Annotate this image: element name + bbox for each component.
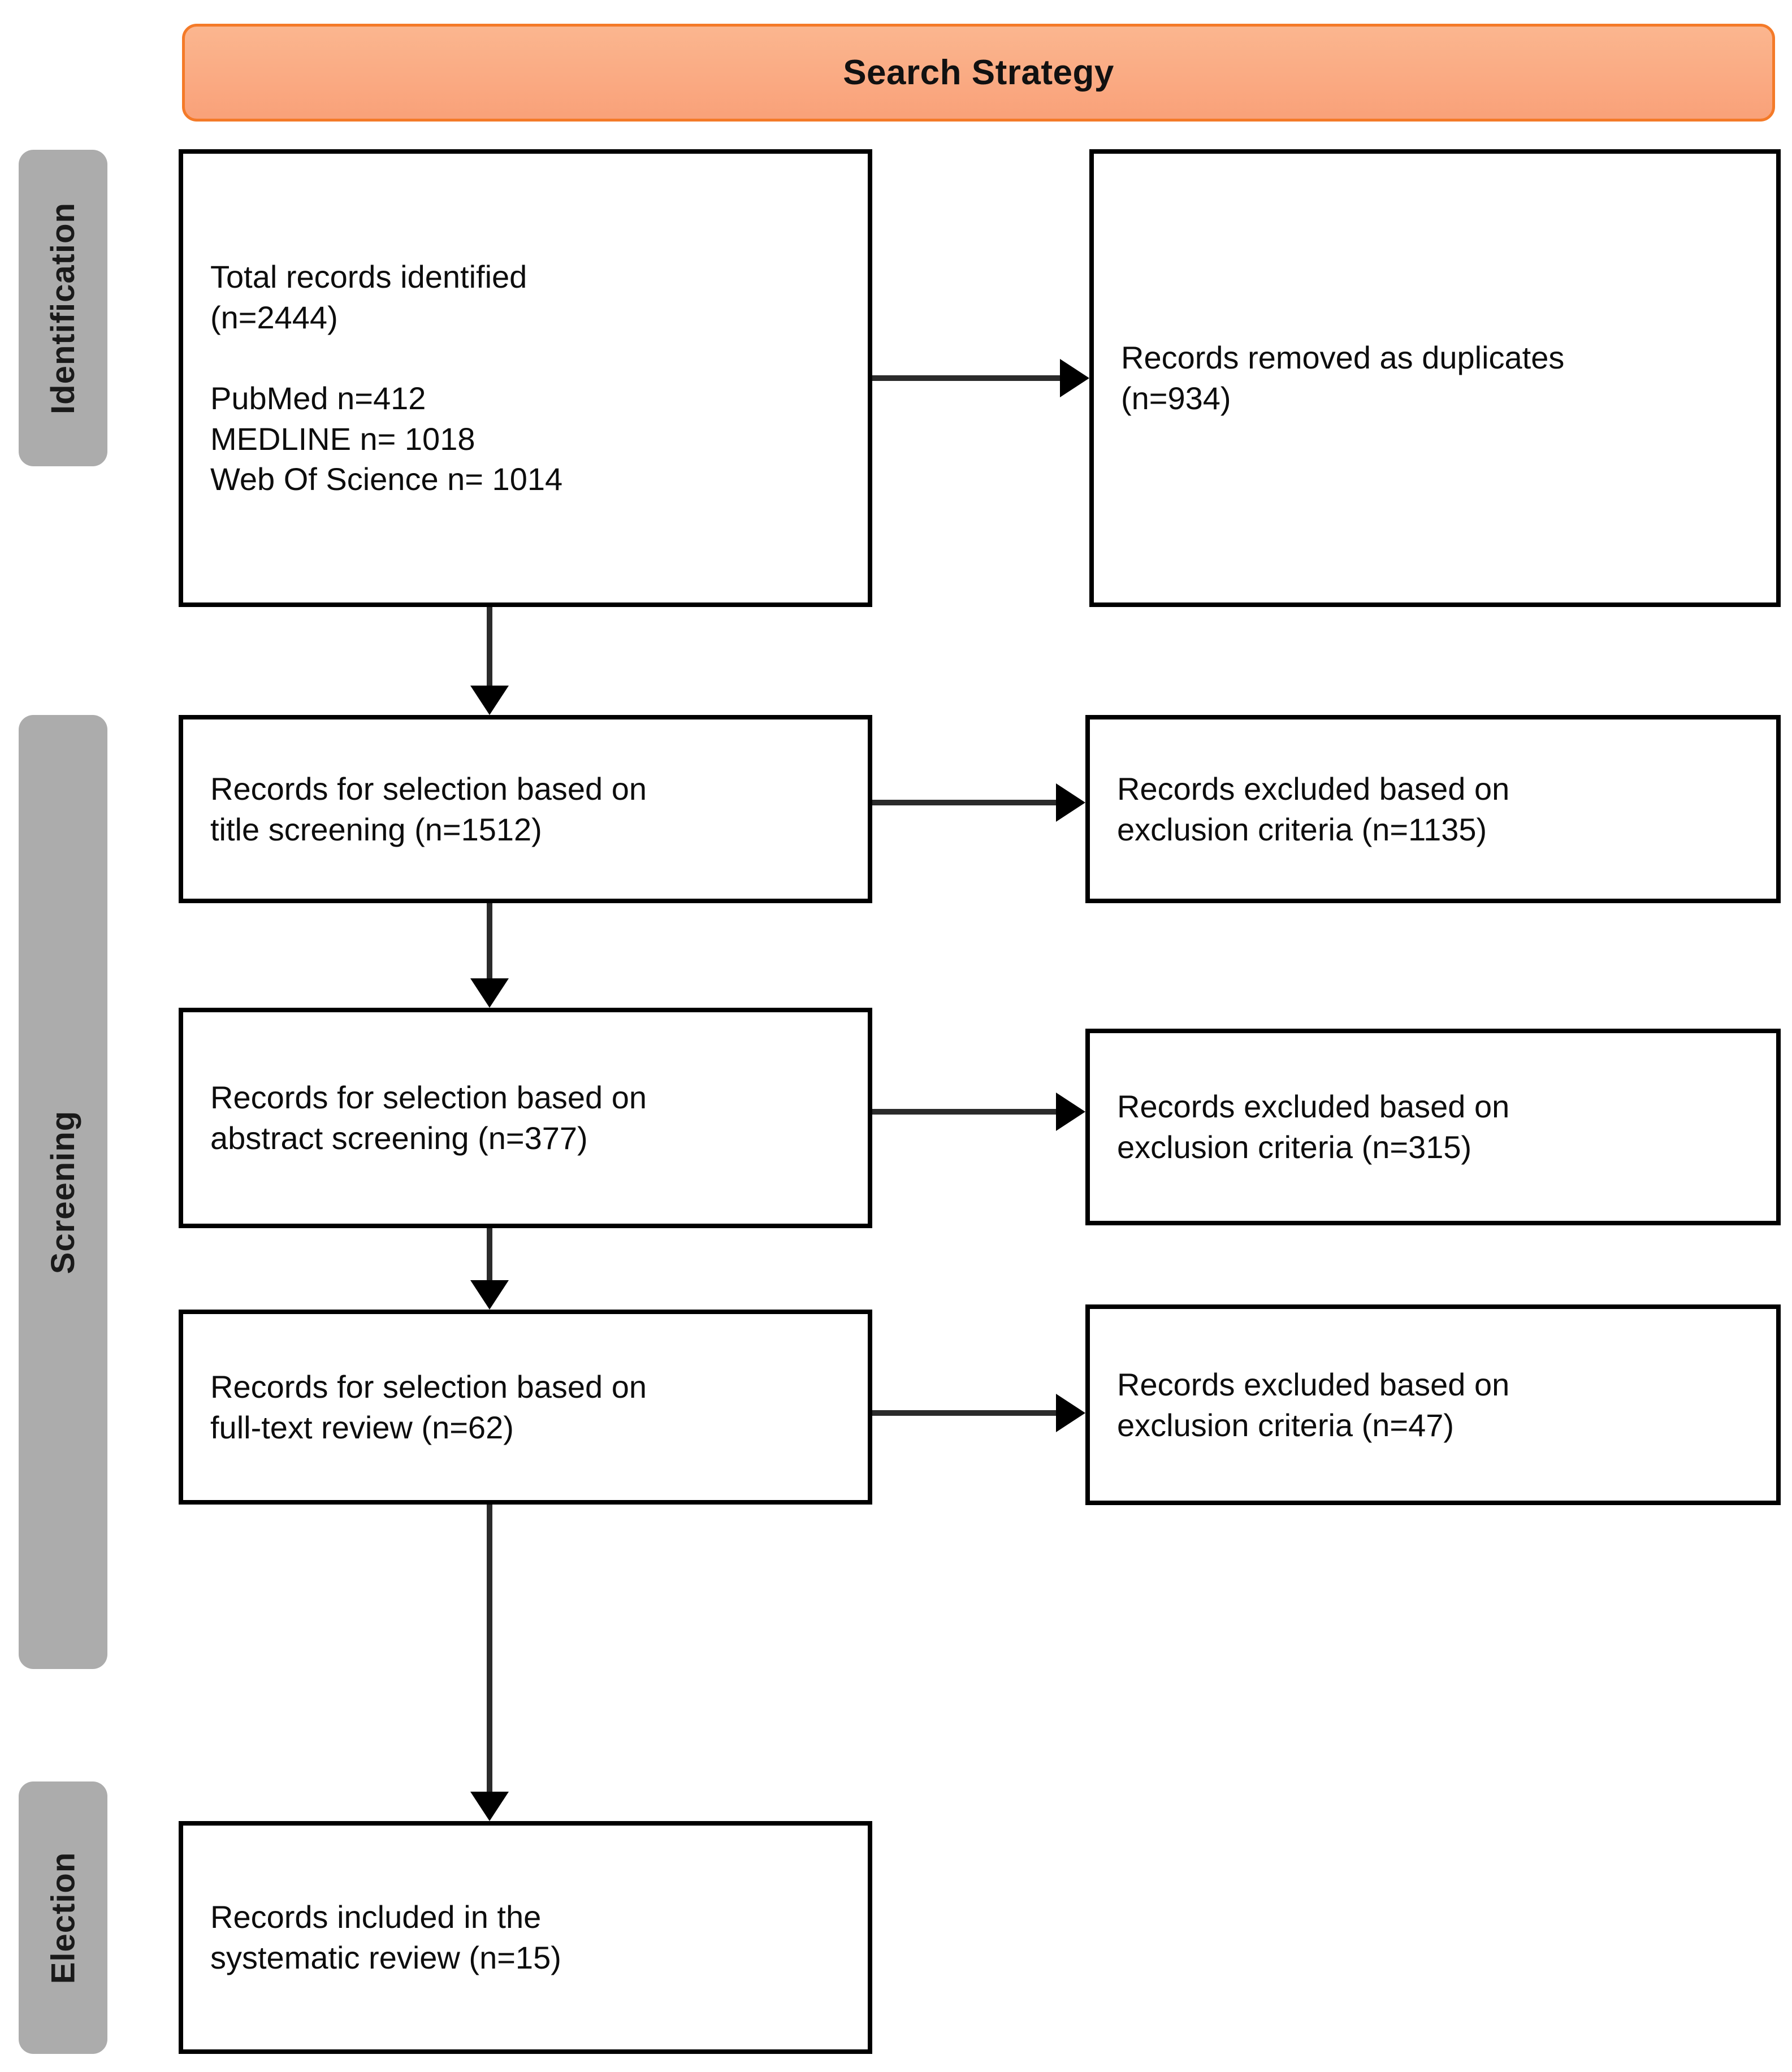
stage-label-identification: Identification <box>45 202 82 414</box>
box-title-excluded-text: Records excluded based on exclusion crit… <box>1117 770 1510 847</box>
box-title-excluded: Records excluded based on exclusion crit… <box>1085 715 1781 903</box>
box-title-screening-text: Records for selection based on title scr… <box>210 770 647 847</box>
box-fulltext-excluded: Records excluded based on exclusion crit… <box>1085 1304 1781 1505</box>
page-title: Search Strategy <box>843 53 1114 92</box>
box-total-records-identified-text: Total records identified (n=2444) PubMed… <box>210 258 563 497</box>
stage-bar-identification: Identification <box>19 150 107 466</box>
search-strategy-banner: Search Strategy <box>182 24 1775 122</box>
box-fulltext-screening-text: Records for selection based on full-text… <box>210 1368 647 1445</box>
stage-bar-screening: Screening <box>19 715 107 1669</box>
box-records-removed-duplicates: Records removed as duplicates (n=934) <box>1089 149 1781 607</box>
box-records-included-text: Records included in the systematic revie… <box>210 1899 561 1975</box>
box-records-included: Records included in the systematic revie… <box>179 1821 872 2054</box>
box-abstract-excluded: Records excluded based on exclusion crit… <box>1085 1029 1781 1225</box>
box-title-screening: Records for selection based on title scr… <box>179 715 872 903</box>
box-abstract-screening-text: Records for selection based on abstract … <box>210 1080 647 1156</box>
stage-label-election: Election <box>45 1852 82 1984</box>
stage-bar-election: Election <box>19 1781 107 2054</box>
box-fulltext-excluded-text: Records excluded based on exclusion crit… <box>1117 1366 1510 1443</box>
box-abstract-excluded-text: Records excluded based on exclusion crit… <box>1117 1089 1510 1165</box>
box-fulltext-screening: Records for selection based on full-text… <box>179 1310 872 1505</box>
box-abstract-screening: Records for selection based on abstract … <box>179 1008 872 1228</box>
box-records-removed-duplicates-text: Records removed as duplicates (n=934) <box>1121 340 1565 416</box>
stage-label-screening: Screening <box>45 1110 81 1274</box>
box-total-records-identified: Total records identified (n=2444) PubMed… <box>179 149 872 607</box>
